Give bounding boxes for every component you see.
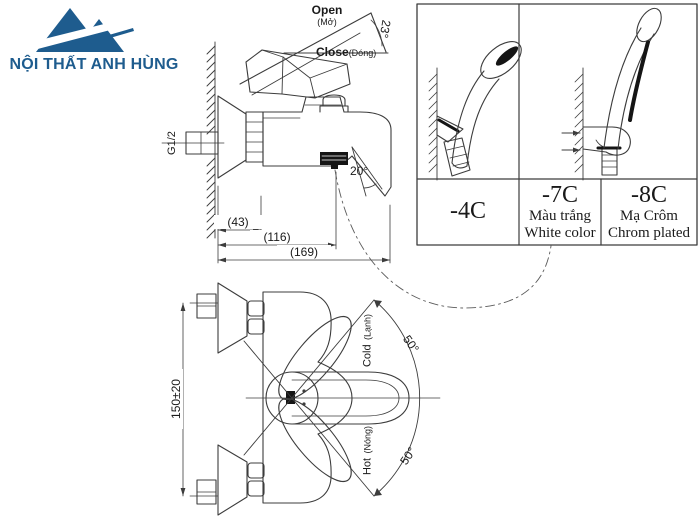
variant-code-8c: -8C: [631, 182, 667, 208]
handle-positions: [278, 315, 410, 483]
front-body: [262, 291, 353, 504]
variant-8c-line1: Mạ Crôm: [620, 208, 678, 224]
dim-116-label: (116): [250, 230, 304, 244]
spout-angle-label: 20°: [350, 164, 369, 178]
mounting-arrow-icons: [561, 130, 581, 153]
hand-shower-7c-8c: [561, 7, 662, 181]
hot-label-group: Hot (Nóng): [361, 423, 374, 479]
dim-169-label: (169): [277, 245, 331, 259]
cold-sub-label: (Lạnh): [362, 313, 373, 340]
variant-code-4c: -4C: [450, 198, 486, 224]
variant-7c-line2: White color: [524, 225, 596, 241]
height-dim-label: 150±20: [169, 369, 183, 429]
wall-hatch: [206, 41, 216, 239]
bottom-mount: [196, 444, 265, 516]
close-label-group: Close(Đóng): [316, 43, 376, 61]
cold-label-group: Cold (Lạnh): [361, 313, 374, 369]
brand-logo: NỘI THẤT ANH HÙNG: [0, 0, 185, 80]
variant-cell-8c: -8C Mạ Crôm Chrom plated: [601, 182, 697, 242]
cold-label: Cold: [361, 344, 374, 368]
variant-code-7c: -7C: [542, 182, 578, 208]
front-view-drawing: [180, 282, 441, 516]
variant-8c-line2: Chrom plated: [607, 225, 691, 241]
brand-logo-mark: [24, 8, 137, 52]
spout-angle-lines: [351, 146, 383, 197]
open-position-lines: [239, 12, 389, 96]
wall-escutcheon: [217, 95, 264, 179]
variant-cell-7c: -7C Màu trắng White color: [519, 182, 601, 242]
open-sub-label: (Mở): [317, 17, 337, 27]
dim-43-label: (43): [214, 215, 262, 229]
height-dimension: [180, 302, 219, 497]
thread-size-label: G1/2: [166, 131, 178, 155]
hand-shower-4c: [428, 41, 522, 181]
brand-name: NỘI THẤT ANH HÙNG: [9, 56, 179, 73]
faucet-body: [262, 94, 392, 197]
hot-label: Hot: [361, 457, 374, 476]
close-label: Close: [316, 45, 349, 59]
variant-detail-box: [416, 3, 698, 246]
close-sub-label: (Đóng): [348, 48, 377, 58]
logo-swoosh: [24, 17, 137, 51]
swing-range: [243, 299, 421, 497]
top-mount: [196, 282, 265, 354]
shower-outlet: [320, 152, 348, 169]
variant-7c-line1: Màu trắng: [528, 208, 592, 224]
callout-arc: [334, 169, 552, 309]
open-label: Open: [311, 3, 343, 17]
hot-sub-label: (Nóng): [362, 425, 373, 454]
lever-handle: [245, 49, 351, 99]
